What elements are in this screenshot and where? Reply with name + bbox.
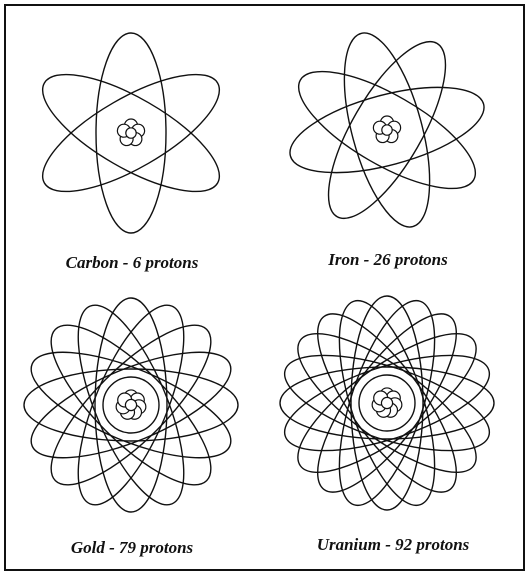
- electron-orbit: [41, 73, 221, 193]
- uranium-caption: Uranium - 92 protons: [316, 535, 470, 554]
- electron-orbit: [327, 40, 447, 220]
- electron-orbit: [338, 299, 436, 507]
- electron-orbit: [50, 324, 212, 486]
- electron-orbit: [95, 32, 167, 234]
- electron-orbit: [30, 351, 232, 459]
- electron-orbit: [77, 304, 185, 506]
- electron-orbit: [289, 86, 485, 174]
- gold-caption: Gold - 79 protons: [70, 538, 194, 557]
- iron-atom-diagram: [289, 32, 485, 228]
- electron-orbit: [297, 332, 477, 474]
- electron-orbit: [30, 351, 232, 459]
- carbon-caption: Carbon - 6 protons: [65, 253, 199, 272]
- nucleon: [380, 396, 394, 410]
- nucleon: [124, 398, 138, 412]
- electron-orbit: [94, 297, 168, 513]
- gold-atom-diagram: [23, 297, 239, 513]
- electron-orbit: [41, 73, 221, 193]
- carbon-atom-diagram: [41, 32, 221, 234]
- iron-caption: Iron - 26 protons: [328, 250, 448, 269]
- electron-orbit: [50, 324, 212, 486]
- electron-orbit: [316, 313, 458, 493]
- electron-orbit: [283, 354, 491, 452]
- electron-orbit: [350, 295, 424, 511]
- electron-orbit: [279, 366, 495, 440]
- electron-orbit: [297, 332, 477, 474]
- electron-orbit: [297, 70, 477, 190]
- electron-orbit: [283, 354, 491, 452]
- electron-orbit: [343, 32, 431, 228]
- figure-frame: [4, 4, 525, 571]
- electron-orbit: [23, 368, 239, 442]
- nucleon: [125, 127, 137, 139]
- electron-orbit: [77, 304, 185, 506]
- electron-orbit: [338, 299, 436, 507]
- nucleon: [381, 124, 393, 136]
- electron-orbit: [316, 313, 458, 493]
- uranium-atom-diagram: [279, 295, 495, 511]
